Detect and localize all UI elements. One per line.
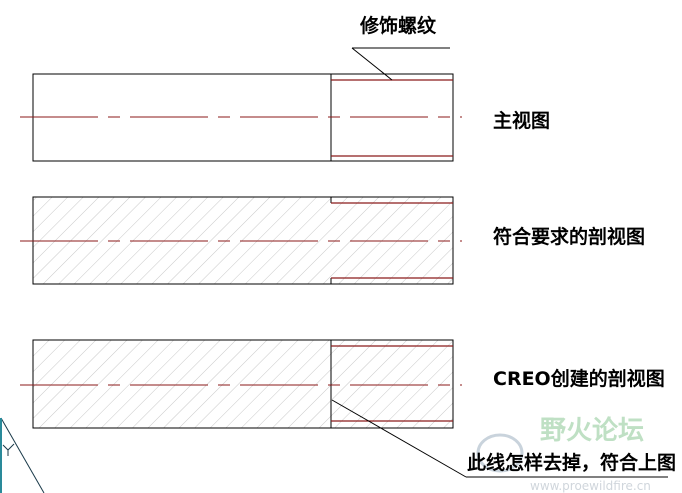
desired-section-view [20, 196, 462, 285]
coordinate-axis-icon [0, 417, 45, 493]
question-label: 此线怎样去掉，符合上图 [467, 451, 676, 474]
part-outline [32, 339, 454, 429]
hatch-area [33, 340, 453, 428]
creo-section-view [20, 339, 668, 478]
watermark: 野火论坛 www.proewildfire.cn [476, 416, 651, 493]
main-view-label: 主视图 [493, 109, 550, 132]
watermark-url: www.proewildfire.cn [530, 479, 651, 493]
cosmetic-thread-label: 修饰螺纹 [359, 14, 437, 37]
desired-section-label: 符合要求的剖视图 [493, 225, 645, 248]
main-view [20, 47, 462, 162]
leader-line [331, 399, 467, 478]
leader-line [351, 47, 393, 81]
watermark-title: 野火论坛 [540, 416, 644, 446]
creo-section-label: CREO创建的剖视图 [493, 367, 665, 390]
watermark-logo-icon [476, 433, 524, 473]
